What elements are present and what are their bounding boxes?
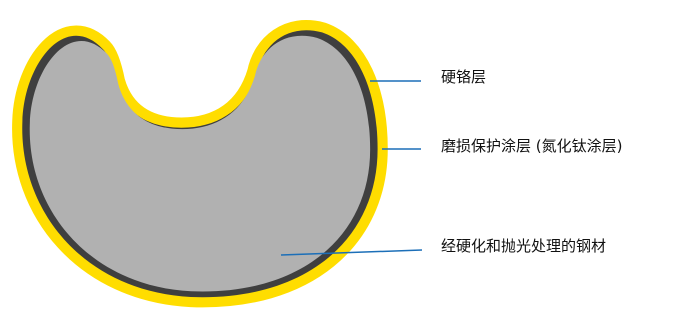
leader-line-steel xyxy=(280,249,423,256)
label-hardened-polished-steel: 经硬化和抛光处理的钢材 xyxy=(441,237,607,255)
label-wear-protection-coating: 磨损保护涂层 (氮化钛涂层) xyxy=(441,137,623,155)
label-chrome-layer: 硬铬层 xyxy=(441,68,487,86)
